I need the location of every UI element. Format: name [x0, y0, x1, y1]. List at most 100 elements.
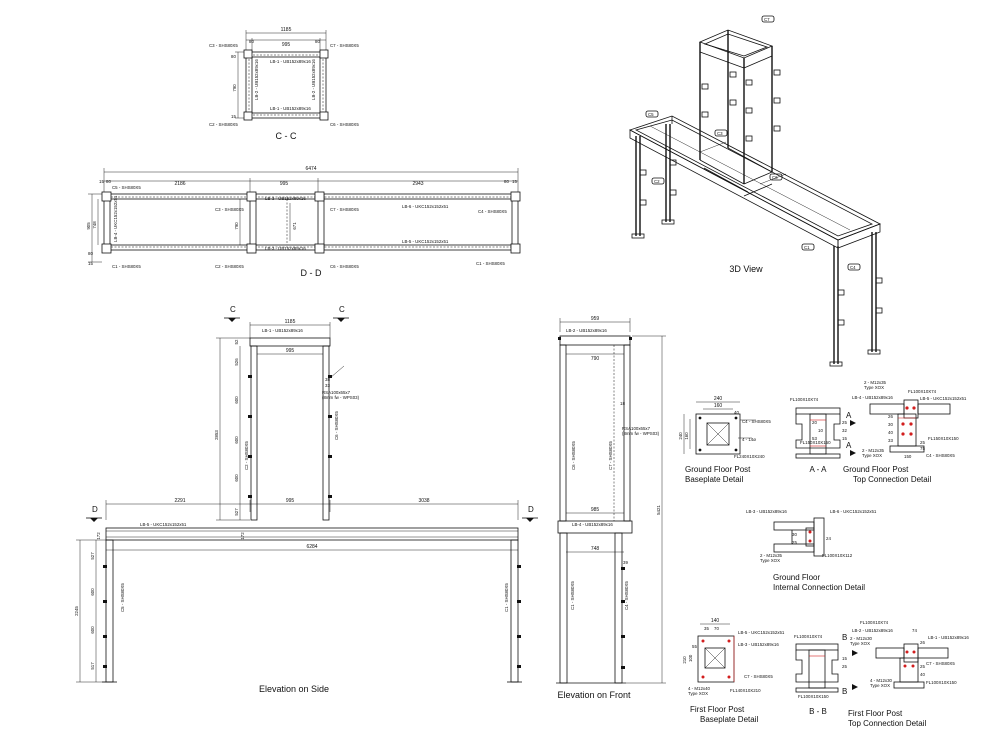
gft-bolt3: 2 - M12x35: [862, 448, 885, 453]
side-label-c1: C1 - SHS80X5: [504, 583, 509, 612]
cc-left-off: 80: [249, 39, 254, 44]
iso-tag-3: C7: [764, 17, 770, 22]
gft-n40: 40: [888, 430, 893, 435]
dd-right-b: 15: [512, 179, 517, 184]
dd-label-c1r: C1 - SHS80X5: [476, 261, 505, 266]
cc-label-lb2: LB-2 - UB152x89x16: [254, 59, 259, 100]
side-n33: 33: [325, 383, 330, 388]
dd-label-lb5: LB-5 - UKC152x152x51: [402, 239, 449, 244]
view-front-elevation: 959 LB-2 - UB152x89x16 790 C6 - SHS80X5 …: [556, 316, 666, 700]
side-d2: 600: [234, 396, 239, 404]
aa-sec-top: A: [846, 411, 852, 420]
fft-bolt2: Type XOX: [850, 641, 870, 646]
bb-fl1: FL100X10X74: [794, 634, 823, 639]
aa-sec-bot: A: [846, 441, 852, 450]
ffb-d35: 35: [704, 626, 709, 631]
gfb-d240: 240: [714, 396, 723, 402]
gft-lb4: LB-4 - UB152x89x16: [852, 395, 893, 400]
side-label-lb1: LB-1 - UB152x89x16: [262, 328, 303, 333]
aa-d10: 10: [818, 428, 823, 433]
gfb-title2: Baseplate Detail: [685, 475, 743, 484]
gft-bolt4: Type XOX: [862, 453, 882, 458]
gfi-title2: Internal Connection Detail: [773, 583, 865, 592]
dd-seg3: 2943: [412, 181, 423, 187]
fft-title2: Top Connection Detail: [848, 719, 926, 728]
gft-n75: 75: [920, 446, 925, 451]
bb-title: B - B: [809, 707, 827, 716]
gft-n33: 33: [888, 438, 893, 443]
fft-n26: 26: [920, 640, 925, 645]
gfb-weld: 4 - 14ø: [742, 437, 756, 442]
aa-d20: 20: [812, 420, 817, 425]
side-sec-d-left: D: [92, 505, 98, 514]
aa-d53: 53: [812, 436, 817, 441]
gfb-d160: 160: [714, 403, 723, 409]
front-label-c1: C1 - SHS80X5: [570, 581, 575, 610]
gfi-lb6: LB-6 - UKC152x152x51: [830, 509, 877, 514]
cc-label-lb1-bot: LB-1 - UB152x89x16: [270, 106, 311, 111]
dd-h-bot: 80: [88, 251, 93, 256]
side-d3: 600: [234, 436, 239, 444]
front-label-lb4: LB-4 - UB152x89x16: [572, 522, 613, 527]
iso-tag-1: C3: [717, 131, 723, 136]
front-title: Elevation on Front: [557, 690, 631, 700]
ffb-lb5: LB-5 - UKC152x152x51: [738, 630, 785, 635]
side-sec-c-right: C: [339, 305, 345, 314]
gfi-n24: 24: [826, 536, 831, 541]
dd-label-lb6: LB-6 - UKC152x152x51: [402, 204, 449, 209]
aa-title: A - A: [810, 465, 828, 474]
side-d4: 600: [234, 474, 239, 482]
ffb-c7: C7 - SHS80X5: [744, 674, 773, 679]
side-label-lb5: LB-5 - UKC152x152x51: [140, 522, 187, 527]
gfb-v160: 160: [684, 432, 689, 440]
cc-side-b: 15: [231, 114, 236, 119]
dd-label-c1: C1 - SHS80X5: [112, 264, 141, 269]
dd-overall-dim: 6474: [305, 166, 316, 172]
gfi-n25: 25: [792, 540, 797, 545]
view-3d: C5 C3 C2 C7 C6 C1 C4 3D View: [628, 15, 883, 367]
cc-side-a: 80: [231, 54, 236, 59]
fft-n25: 25: [920, 664, 925, 669]
fft-bolt3: 4 - M12x30: [870, 678, 893, 683]
aa-d15: 15: [842, 436, 847, 441]
fft-bolt4: Type XOX: [870, 683, 890, 688]
iso-title: 3D View: [729, 264, 763, 274]
detail-section-aa: FL100X10X74 20 10 53 25 32 15 FL150X10X1…: [790, 397, 856, 474]
side-h-low: 2245: [74, 606, 79, 616]
gfi-fl: FL100X10X112: [822, 553, 853, 558]
view-cc: 1185 995 80 80 790 80 15 C3 - SHS80X5 C7…: [209, 27, 359, 141]
gft-lb5: LB-5 - UKC152x152x51: [920, 396, 967, 401]
front-top-dim: 959: [591, 316, 600, 322]
side-l3: 600: [90, 626, 95, 634]
ffb-bolt: 4 - M12x40: [688, 686, 711, 691]
cc-label-c2: C2 - SHS80X5: [209, 122, 238, 127]
front-h-total: 5421: [656, 505, 661, 515]
gfb-v240: 240: [678, 432, 683, 440]
cc-title: C - C: [276, 131, 297, 141]
side-d8: 172: [96, 532, 101, 540]
gfi-lb3: LB-3 - UB152x89x16: [746, 509, 787, 514]
gfb-title1: Ground Floor Post: [685, 465, 751, 474]
ffb-v210: 210: [682, 656, 687, 664]
side-d7: 172: [240, 532, 245, 540]
side-d5: 527: [234, 508, 239, 516]
gft-title1: Ground Floor Post: [843, 465, 909, 474]
gfi-n30: 30: [792, 532, 797, 537]
fft-lb2: LB-2 - UB152x89x16: [852, 628, 893, 633]
bb-sec-bot: B: [842, 687, 847, 696]
fft-title1: First Floor Post: [848, 709, 903, 718]
ffb-lb3: LB-3 - UB152x89x16: [738, 642, 779, 647]
view-dd: 6474 2186 995 2943 15 80 80 15 905 748 8…: [86, 166, 521, 278]
front-label-c6: C6 - SHS80X5: [571, 441, 576, 470]
dd-label-lb3b: LB-3 - UB152x89x16: [265, 246, 306, 251]
front-label-rsa2: (8mm fw - WPS03): [622, 431, 660, 436]
ffb-title1: First Floor Post: [690, 705, 745, 714]
cc-inner-dim: 995: [282, 42, 291, 48]
side-label-c2: C2 - SHS80X5: [244, 441, 249, 470]
fft-n74: 74: [912, 628, 917, 633]
cc-label-c7: C7 - SHS80X5: [330, 43, 359, 48]
dd-title: D - D: [301, 268, 322, 278]
side-seg-mid: 995: [286, 498, 295, 504]
dd-h-mid: 790: [234, 222, 239, 230]
